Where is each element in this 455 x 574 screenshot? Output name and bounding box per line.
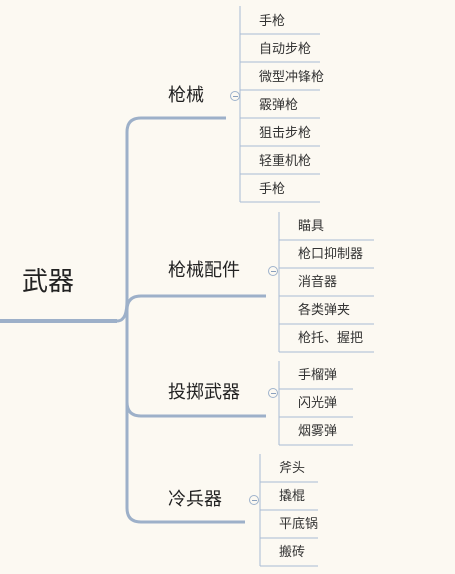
collapse-toggle-icon[interactable] [249,495,259,505]
category-firearms[interactable]: 枪械 [168,85,204,106]
category-melee-weapons[interactable]: 冷兵器 [168,489,222,510]
collapse-toggle-icon[interactable] [268,388,278,398]
trunk-branch-accessories [125,294,150,311]
leaf-item[interactable]: 平底锅 [279,517,319,532]
trunk-upper [115,116,152,323]
collapse-toggle-icon[interactable] [230,91,240,101]
leaf-item[interactable]: 斧头 [279,461,306,476]
leaf-item[interactable]: 撬棍 [279,489,306,504]
leaf-item[interactable]: 搬砖 [279,545,306,560]
leaf-item[interactable]: 狙击步枪 [259,126,312,141]
leaf-item[interactable]: 瞄具 [298,219,325,234]
leaf-item[interactable]: 烟雾弹 [298,424,338,439]
collapse-toggle-icon[interactable] [268,266,278,276]
leaf-item[interactable]: 闪光弹 [298,396,338,411]
leaf-item[interactable]: 枪托、握把 [298,331,364,346]
root-node-weapons[interactable]: 武器 [22,267,75,297]
trunk-branch-throwables [125,401,150,418]
leaf-item[interactable]: 手枪 [259,14,286,29]
leaf-item[interactable]: 手榴弹 [298,368,338,383]
leaf-item[interactable]: 手枪 [259,182,286,197]
category-throwables[interactable]: 投掷武器 [168,382,240,403]
category-firearm-accessories[interactable]: 枪械配件 [168,260,240,281]
leaf-item[interactable]: 消音器 [298,275,338,290]
leaf-item[interactable]: 轻重机枪 [259,154,312,169]
leaf-item[interactable]: 各类弹夹 [298,303,351,318]
leaf-item[interactable]: 枪口抑制器 [298,247,364,262]
leaf-item[interactable]: 自动步枪 [259,42,312,57]
trunk-lower [125,298,152,524]
leaf-item[interactable]: 霰弹枪 [259,98,299,113]
leaf-item[interactable]: 微型冲锋枪 [259,70,325,85]
